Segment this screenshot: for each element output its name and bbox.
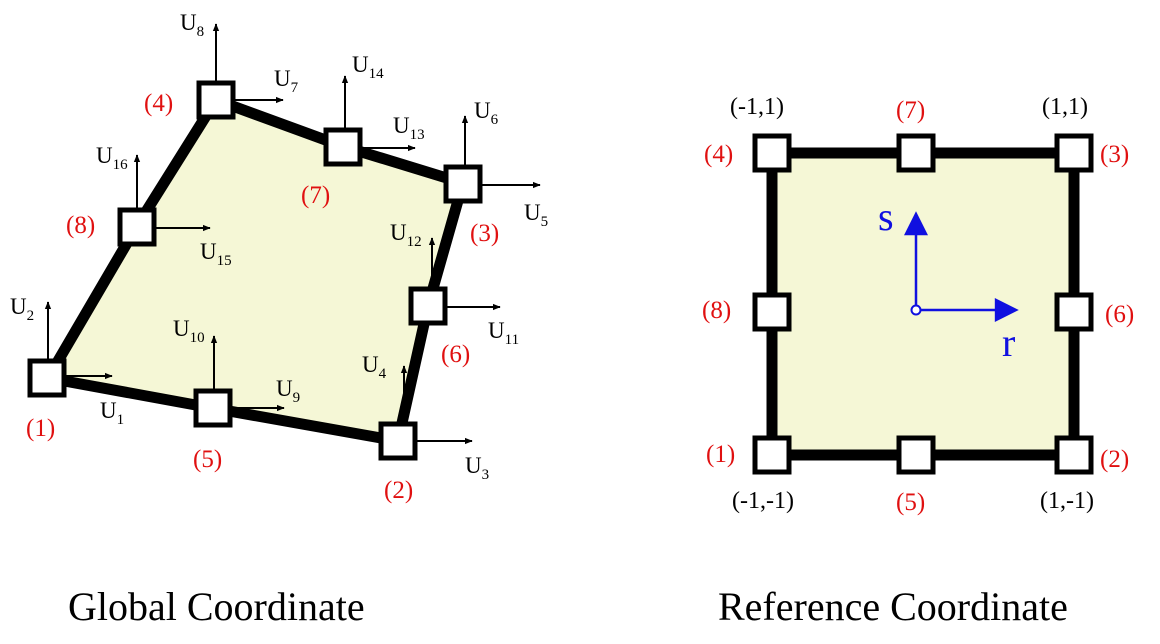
dof-label-u9: U9 xyxy=(276,376,300,406)
global-node-1 xyxy=(27,358,67,398)
global-node-3 xyxy=(443,164,483,204)
global-node-8 xyxy=(117,207,157,247)
global-node-label-8: (8) xyxy=(66,212,95,239)
global-caption: Global Coordinate xyxy=(68,584,365,629)
coord-label-node-4: (-1,1) xyxy=(730,94,784,120)
reference-axes: r s xyxy=(878,194,1019,365)
dof-label-u14: U14 xyxy=(352,52,384,82)
dof-label-u3: U3 xyxy=(465,453,489,483)
reference-node-1 xyxy=(752,435,792,475)
dof-label-u15: U15 xyxy=(200,239,232,269)
reference-node-2 xyxy=(1054,435,1094,475)
global-nodes xyxy=(27,80,483,461)
origin-marker xyxy=(910,304,922,316)
s-axis-label: s xyxy=(878,194,894,239)
reference-node-label-4: (4) xyxy=(704,141,733,168)
coord-label-node-1: (-1,-1) xyxy=(732,488,794,514)
reference-node-8 xyxy=(752,292,792,332)
dof-label-u12: U12 xyxy=(390,220,422,250)
dof-label-u11: U11 xyxy=(488,318,519,348)
reference-node-3 xyxy=(1054,133,1094,173)
global-node-label-3: (3) xyxy=(470,220,499,247)
global-node-label-7: (7) xyxy=(301,182,330,209)
reference-node-label-8: (8) xyxy=(702,297,731,324)
global-node-label-2: (2) xyxy=(384,477,413,504)
global-node-5 xyxy=(193,388,233,428)
reference-node-5 xyxy=(896,435,936,475)
global-node-7 xyxy=(323,127,363,167)
reference-node-labels: (1) (2) (3) (4) (5) (6) (7) (8) xyxy=(702,97,1134,516)
dof-label-u2: U2 xyxy=(10,294,34,324)
reference-corner-coords: (-1,-1) (1,-1) (1,1) (-1,1) xyxy=(730,94,1094,514)
reference-node-4 xyxy=(752,133,792,173)
reference-node-label-2: (2) xyxy=(1100,446,1129,473)
coord-label-node-3: (1,1) xyxy=(1042,94,1088,120)
coord-label-node-2: (1,-1) xyxy=(1040,488,1094,514)
global-node-2 xyxy=(378,421,418,461)
dof-label-u13: U13 xyxy=(393,113,425,143)
global-node-label-5: (5) xyxy=(193,446,222,473)
global-dof-arrows xyxy=(44,23,541,445)
global-node-label-6: (6) xyxy=(441,341,470,368)
global-node-labels: (1) (2) (3) (4) (5) (6) (7) (8) xyxy=(26,90,499,504)
reference-node-7 xyxy=(896,133,936,173)
dof-label-u10: U10 xyxy=(173,316,205,346)
global-element: (1) (2) (3) (4) (5) (6) (7) (8) U1 U2 U3… xyxy=(10,10,548,629)
reference-element-body xyxy=(766,147,1080,461)
dof-label-u5: U5 xyxy=(524,200,548,230)
reference-node-label-7: (7) xyxy=(896,97,925,124)
reference-node-label-3: (3) xyxy=(1100,141,1129,168)
dof-label-u7: U7 xyxy=(274,66,299,96)
reference-element: r s (1) (2) (3) (4) (5) (6) (7) (8) xyxy=(702,94,1134,629)
dof-label-u4: U4 xyxy=(362,352,387,382)
reference-nodes xyxy=(752,133,1094,475)
reference-node-label-6: (6) xyxy=(1105,301,1134,328)
global-node-label-1: (1) xyxy=(26,415,55,442)
dof-label-u6: U6 xyxy=(474,98,499,128)
global-node-label-4: (4) xyxy=(144,90,173,117)
reference-node-label-1: (1) xyxy=(706,441,735,468)
reference-caption: Reference Coordinate xyxy=(718,584,1068,629)
dof-label-u8: U8 xyxy=(180,10,204,40)
dof-label-u1: U1 xyxy=(100,398,124,428)
global-node-6 xyxy=(408,286,448,326)
r-axis-label: r xyxy=(1002,320,1015,365)
global-dof-labels: U1 U2 U3 U4 U5 U6 U7 U8 U9 U10 U11 U12 U… xyxy=(10,10,548,483)
global-node-4 xyxy=(196,80,236,120)
reference-node-6 xyxy=(1054,292,1094,332)
dof-label-u16: U16 xyxy=(96,143,128,173)
reference-node-label-5: (5) xyxy=(896,489,925,516)
